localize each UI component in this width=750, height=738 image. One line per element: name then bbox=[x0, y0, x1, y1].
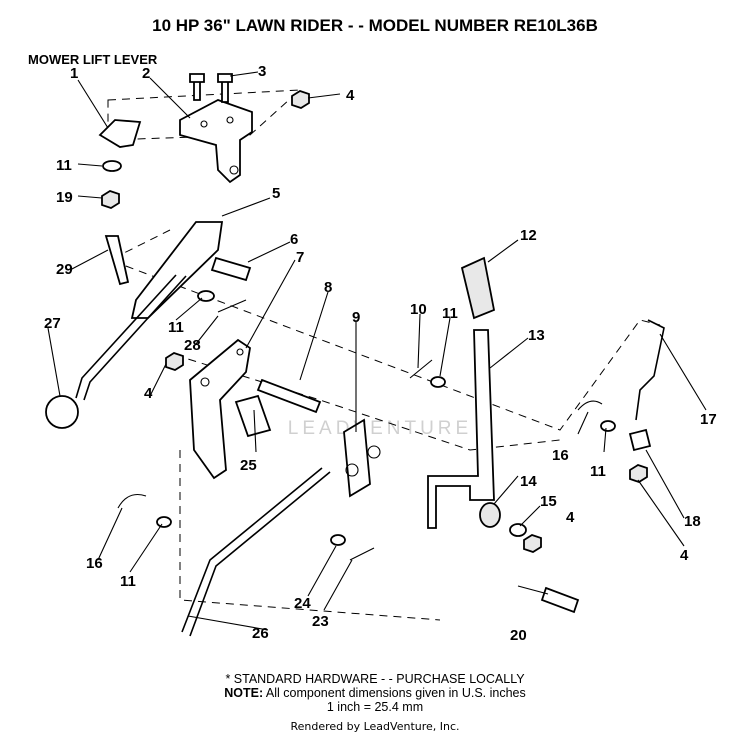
plate-boss bbox=[345, 463, 359, 477]
part-bolt bbox=[540, 586, 580, 614]
arm-hole bbox=[200, 377, 210, 387]
part-cotter-pin bbox=[217, 299, 247, 313]
render-credit: Rendered by LeadVenture, Inc. bbox=[290, 720, 460, 733]
callout-11: 11 bbox=[442, 305, 458, 322]
plate-boss bbox=[367, 445, 381, 459]
part-handle-grip bbox=[460, 256, 496, 320]
diagram-title: 10 HP 36" LAWN RIDER - - MODEL NUMBER RE… bbox=[152, 16, 598, 35]
callout-9: 9 bbox=[352, 309, 360, 326]
arm-hole bbox=[236, 348, 244, 356]
part-lower-rod bbox=[181, 467, 323, 633]
part-washer bbox=[156, 516, 172, 528]
part-washer bbox=[102, 160, 122, 172]
part-rod bbox=[635, 319, 665, 421]
callout-11: 11 bbox=[168, 319, 184, 336]
callout-25: 25 bbox=[240, 457, 257, 474]
callout-24: 24 bbox=[294, 595, 311, 612]
note-dimension-text: All component dimensions given in U.S. i… bbox=[265, 686, 526, 700]
callout-1: 1 bbox=[70, 65, 78, 82]
callout-18: 18 bbox=[684, 513, 701, 530]
part-lever-knob bbox=[45, 395, 79, 429]
part-bolt bbox=[217, 73, 233, 103]
part-bolt bbox=[189, 73, 205, 101]
part-pin bbox=[409, 359, 433, 379]
part-bushing bbox=[479, 502, 501, 528]
callout-16: 16 bbox=[86, 555, 103, 572]
callout-23: 23 bbox=[312, 613, 329, 630]
callout-4: 4 bbox=[566, 509, 575, 526]
callout-11: 11 bbox=[120, 573, 136, 590]
callout-4: 4 bbox=[680, 547, 689, 564]
part-swivel bbox=[628, 428, 652, 452]
callout-8: 8 bbox=[324, 279, 332, 296]
callout-20: 20 bbox=[510, 627, 527, 644]
callout-29: 29 bbox=[56, 261, 73, 278]
callout-4: 4 bbox=[346, 87, 355, 104]
part-washer bbox=[600, 420, 616, 432]
leader-lines bbox=[47, 71, 707, 631]
note-hardware: * STANDARD HARDWARE - - PURCHASE LOCALLY bbox=[225, 672, 525, 686]
part-washer bbox=[509, 523, 527, 537]
assembly-guide-top bbox=[107, 89, 302, 141]
callout-4: 4 bbox=[144, 385, 153, 402]
callout-19: 19 bbox=[56, 189, 73, 206]
callout-16: 16 bbox=[552, 447, 569, 464]
callout-3: 3 bbox=[258, 63, 266, 80]
part-nut bbox=[101, 190, 120, 209]
standard-hardware-notes: * STANDARD HARDWARE - - PURCHASE LOCALLY… bbox=[0, 672, 750, 714]
part-bracket bbox=[179, 99, 253, 184]
callout-7: 7 bbox=[296, 249, 304, 266]
callout-17: 17 bbox=[700, 411, 717, 428]
part-nut bbox=[629, 464, 648, 483]
callout-11: 11 bbox=[590, 463, 606, 480]
callout-15: 15 bbox=[540, 493, 557, 510]
callout-28: 28 bbox=[184, 337, 201, 354]
part-washer bbox=[430, 376, 446, 388]
callout-13: 13 bbox=[528, 327, 545, 344]
assembly-guide-main bbox=[108, 229, 661, 431]
part-washer bbox=[330, 534, 346, 546]
part-long-bolt bbox=[256, 378, 322, 414]
part-lever-rod bbox=[75, 274, 177, 399]
part-spacer bbox=[234, 394, 272, 438]
callout-14: 14 bbox=[520, 473, 537, 490]
part-lower-rod-edge bbox=[189, 471, 331, 637]
callout-5: 5 bbox=[272, 185, 280, 202]
bracket-hole bbox=[200, 120, 208, 128]
part-pin bbox=[349, 547, 375, 561]
part-nut bbox=[165, 352, 184, 371]
callout-11: 11 bbox=[56, 157, 72, 174]
part-nut bbox=[291, 90, 310, 109]
bracket-hole bbox=[229, 165, 239, 175]
assembly-guide-lower bbox=[179, 450, 441, 621]
part-lift-plate bbox=[130, 221, 224, 319]
callout-27: 27 bbox=[44, 315, 61, 332]
note-conversion: 1 inch = 25.4 mm bbox=[326, 700, 424, 714]
callout-12: 12 bbox=[520, 227, 537, 244]
callout-10: 10 bbox=[410, 301, 427, 318]
assembly-guide-mid bbox=[174, 354, 561, 451]
part-lever-rod-edge bbox=[83, 275, 187, 401]
diagram-subtitle: MOWER LIFT LEVER bbox=[28, 52, 158, 67]
callout-26: 26 bbox=[252, 625, 269, 642]
part-lever-clip bbox=[98, 119, 142, 148]
note-label: NOTE: bbox=[224, 686, 264, 700]
part-bolt bbox=[210, 256, 252, 282]
callout-2: 2 bbox=[142, 65, 150, 82]
part-shift-lever bbox=[427, 329, 495, 529]
part-plate bbox=[343, 418, 371, 498]
callout-6: 6 bbox=[290, 231, 298, 248]
part-nut bbox=[523, 534, 542, 553]
part-arm bbox=[189, 338, 251, 480]
watermark-text: LEADVENTURE bbox=[287, 418, 473, 439]
part-link bbox=[104, 235, 130, 286]
bracket-hole bbox=[226, 116, 234, 124]
part-clip bbox=[117, 493, 147, 509]
part-clip bbox=[577, 400, 603, 411]
note-dimensions: NOTE: All component dimensions given in … bbox=[0, 686, 750, 700]
